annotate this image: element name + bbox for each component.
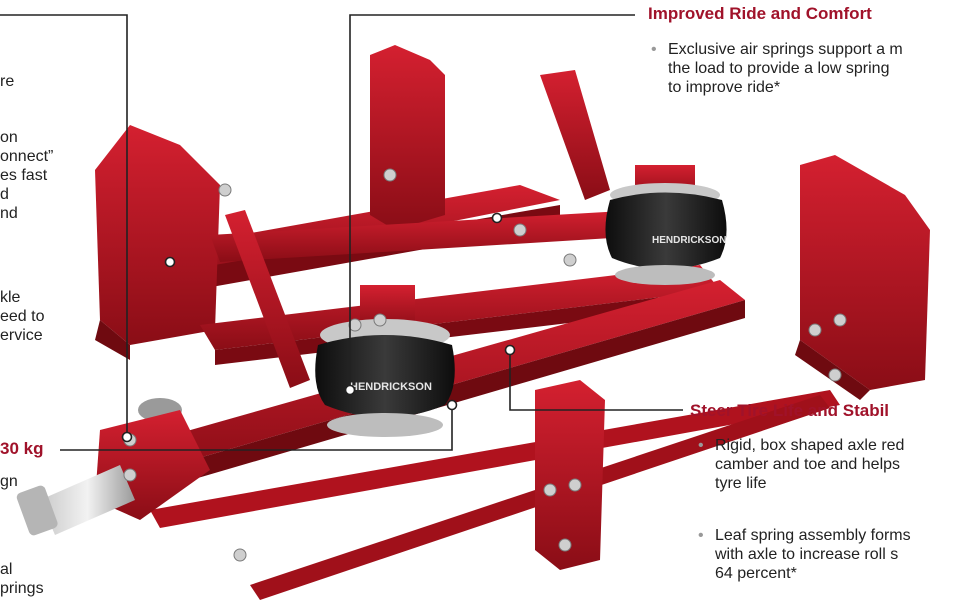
airbag-brand-right: HENDRICKSON (652, 235, 726, 246)
bullet-dot: • (651, 41, 657, 58)
left-text-line: on (0, 129, 18, 146)
ride-comfort-bullet: • Exclusive air springs support a m the … (651, 40, 903, 97)
bullet-dot: • (698, 527, 704, 544)
bullet-line: Rigid, box shaped axle red (715, 437, 905, 454)
left-text-line: re (0, 73, 15, 90)
bullet-line: to improve ride* (668, 79, 781, 96)
steer-tire-bullet-1: • Rigid, box shaped axle red camber and … (698, 436, 905, 493)
steer-tire-heading: Steer Tire Life and Stabil (690, 401, 890, 420)
bullet-line: tyre life (715, 475, 767, 492)
left-text-line: ervice (0, 327, 43, 344)
left-text-line: prings (0, 580, 44, 597)
weight-heading: 30 kg (0, 439, 44, 458)
center-frame-bracket (370, 45, 445, 230)
callout-dots (121, 212, 516, 443)
front-lower-bracket (535, 380, 605, 570)
left-frame-bracket (95, 125, 220, 360)
torque-rod-left (225, 210, 310, 388)
ride-comfort-heading: Improved Ride and Comfort (648, 4, 872, 23)
airbag-brand-left: HENDRICKSON (350, 381, 432, 393)
steer-tire-bullet-2: • Leaf spring assembly forms with axle t… (698, 526, 911, 583)
bullet-dot: • (698, 437, 704, 454)
bullet-line: 64 percent* (715, 565, 797, 582)
torque-rod-right (540, 70, 610, 200)
left-text-line: gn (0, 473, 18, 490)
air-spring-right: HENDRICKSON (605, 165, 727, 285)
left-text-line: d (0, 186, 9, 203)
left-text-line: kle (0, 289, 21, 306)
left-text-line: eed to (0, 308, 45, 325)
left-text-line: nd (0, 205, 18, 222)
bolts (123, 168, 847, 562)
left-text-line: al (0, 561, 13, 578)
bullet-line: the load to provide a low spring (668, 60, 890, 77)
left-text-line: es fast (0, 167, 48, 184)
bullet-line: Exclusive air springs support a m (668, 41, 903, 58)
bullet-line: camber and toe and helps (715, 456, 901, 473)
right-hanger-bracket (795, 155, 930, 400)
callout-lines (0, 14, 683, 451)
left-text-line: onnect” (0, 148, 54, 165)
bullet-line: Leaf spring assembly forms (715, 527, 911, 544)
bullet-line: with axle to increase roll s (715, 546, 899, 563)
